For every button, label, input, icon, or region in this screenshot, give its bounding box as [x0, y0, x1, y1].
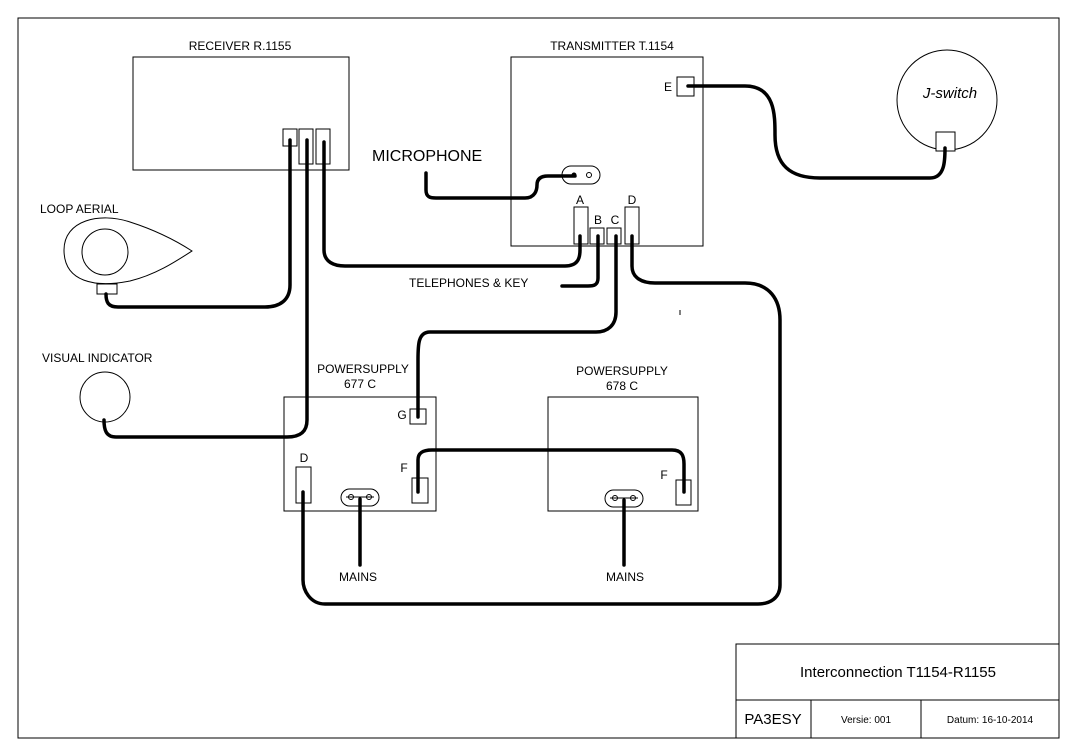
drawing-border — [17, 17, 1060, 739]
cable-psu677-f-psu678-f — [416, 448, 686, 494]
cable-transmitter-b-telephones — [560, 234, 600, 288]
psu678-unit: POWERSUPPLY 678 C F MAINS — [547, 364, 699, 584]
cable-microphone — [424, 171, 577, 200]
loop-aerial-label: LOOP AERIAL — [40, 202, 119, 216]
visual-indicator-circle — [79, 371, 131, 423]
transmitter-unit: TRANSMITTER T.1154 E A B C D — [510, 39, 704, 247]
title-block: Interconnection T1154-R1155 PA3ESY Versi… — [735, 643, 1060, 739]
transmitter-port-c — [606, 227, 622, 245]
loop-aerial-coil — [81, 228, 129, 276]
psu677-mains-label: MAINS — [339, 570, 377, 584]
title-block-version: Versie: 001 — [841, 715, 891, 726]
cable-receiver-transmitter-a — [322, 140, 582, 268]
psu677-title-line2: 677 C — [344, 377, 376, 391]
cable-receiver-loop-aerial — [104, 138, 292, 309]
psu678-port-f-label: F — [660, 468, 667, 482]
title-block-author: PA3ESY — [744, 711, 801, 728]
microphone-label: MICROPHONE — [372, 148, 482, 165]
jswitch-unit: J-switch — [896, 49, 998, 152]
psu677-port-d-label: D — [300, 451, 309, 465]
transmitter-port-c-label: C — [611, 213, 620, 227]
title-block-frame — [735, 643, 1060, 739]
cable-receiver-visual-indicator — [102, 138, 309, 439]
psu677-unit: POWERSUPPLY 677 C G D F MAINS — [283, 362, 437, 584]
visual-indicator-unit: VISUAL INDICATOR — [42, 351, 153, 423]
transmitter-port-e-label: E — [664, 80, 672, 94]
loop-aerial-connector — [96, 283, 118, 295]
transmitter-title: TRANSMITTER T.1154 — [550, 39, 674, 53]
psu677-port-f-label: F — [400, 461, 407, 475]
jswitch-label: J-switch — [922, 85, 977, 102]
telephones-label: TELEPHONES & KEY — [409, 276, 528, 290]
cable-e-jswitch — [686, 84, 947, 180]
cable-transmitter-d-psu677-d — [301, 234, 782, 606]
cables — [102, 84, 947, 606]
psu677-port-g-label: G — [397, 408, 406, 422]
title-block-title: Interconnection T1154-R1155 — [800, 664, 996, 681]
cable-transmitter-c-psu677-g — [416, 234, 618, 419]
transmitter-box — [510, 56, 704, 247]
transmitter-port-b-label: B — [594, 213, 602, 227]
psu678-title-line1: POWERSUPPLY — [576, 364, 668, 378]
visual-indicator-label: VISUAL INDICATOR — [42, 351, 153, 365]
transmitter-port-a-label: A — [576, 193, 584, 207]
psu677-title-line1: POWERSUPPLY — [317, 362, 409, 376]
receiver-title: RECEIVER R.1155 — [189, 39, 292, 53]
psu677-port-f — [411, 477, 429, 504]
receiver-unit: RECEIVER R.1155 — [132, 39, 350, 171]
psu678-title-line2: 678 C — [606, 379, 638, 393]
loop-aerial-unit: LOOP AERIAL — [40, 202, 193, 295]
transmitter-port-d-label: D — [628, 193, 637, 207]
psu678-mains-label: MAINS — [606, 570, 644, 584]
title-block-date: Datum: 16-10-2014 — [947, 715, 1034, 726]
microphone-jack-pin-2 — [586, 172, 592, 178]
